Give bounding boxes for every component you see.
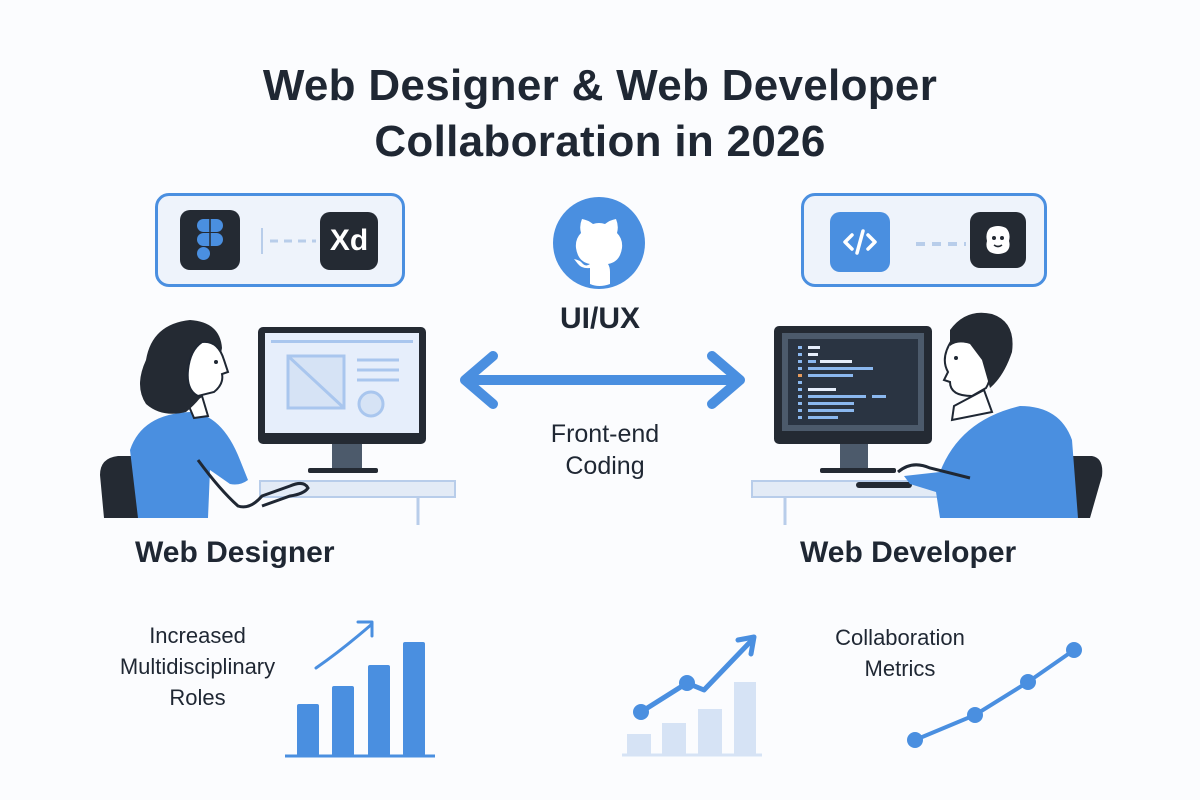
collaboration-line-chart — [900, 640, 1090, 755]
front-end-coding-label: Front-end Coding — [550, 420, 660, 480]
adobe-xd-icon: Xd — [320, 212, 378, 270]
connector-dashes — [916, 236, 966, 246]
web-designer-label: Web Designer — [135, 536, 335, 569]
title-line-2: Collaboration in 2026 — [374, 117, 826, 166]
page-title: Web Designer & Web Developer Collaborati… — [0, 58, 1200, 170]
code-icon — [830, 212, 890, 272]
web-developer-label: Web Developer — [800, 536, 1017, 569]
figma-icon — [180, 210, 240, 270]
double-arrow-icon — [455, 350, 750, 410]
uiux-label: UI/UX — [559, 302, 640, 335]
developer-toolbox — [801, 193, 1047, 287]
roles-bar-chart — [280, 612, 440, 762]
developer-illustration — [740, 300, 1120, 530]
github-icon — [552, 196, 646, 290]
title-line-1: Web Designer & Web Developer — [262, 61, 938, 110]
growth-chart — [610, 620, 790, 770]
increased-roles-text: Increased Multidisciplinary Roles — [119, 623, 276, 710]
connector-dashes — [260, 226, 316, 256]
designer-toolbox: Xd — [155, 193, 405, 287]
collaboration-metrics-text: Collaboration Metrics — [835, 625, 965, 681]
designer-illustration — [90, 300, 470, 530]
ai-bot-icon — [970, 212, 1026, 268]
